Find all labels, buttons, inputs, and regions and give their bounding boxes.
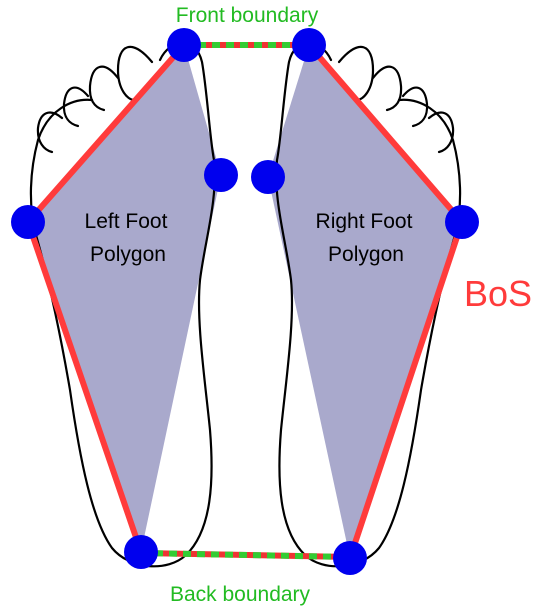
front-boundary-label: Front boundary <box>176 4 319 27</box>
left-polygon-label-line1: Left Foot <box>85 210 168 233</box>
marker-left-heel <box>124 535 158 569</box>
marker-right-heel <box>333 541 367 575</box>
right-polygon-label-line1: Right Foot <box>316 210 413 233</box>
marker-right-outer <box>445 205 479 239</box>
back-boundary-line <box>141 553 350 557</box>
marker-left-outer <box>11 205 45 239</box>
back-boundary-label: Back boundary <box>170 583 311 606</box>
right-polygon-label-line2: Polygon <box>328 243 404 266</box>
marker-right-front <box>292 28 326 62</box>
left-polygon-label-line2: Polygon <box>90 243 166 266</box>
marker-right-inner <box>251 160 285 194</box>
bos-label: BoS <box>464 273 532 314</box>
marker-left-inner <box>204 158 238 192</box>
marker-left-front <box>167 28 201 62</box>
